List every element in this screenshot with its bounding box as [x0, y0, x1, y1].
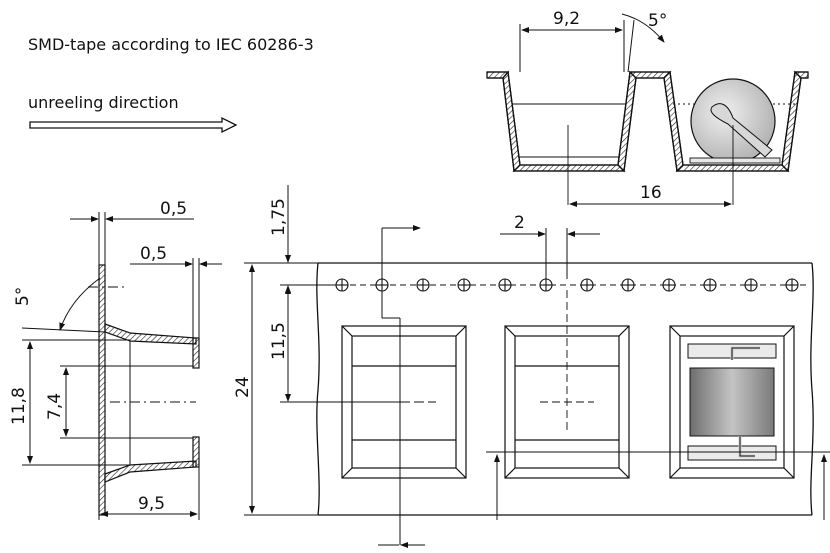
- sprocket-hole: [416, 278, 430, 292]
- drawing-title: SMD-tape according to IEC 60286-3: [28, 35, 314, 54]
- dim-depth: [98, 467, 200, 520]
- dim-outer-height: [22, 339, 130, 466]
- tape-pocket: [504, 290, 630, 479]
- dim-label-angle-top: 5°: [648, 11, 667, 31]
- sprocket-hole: [703, 278, 717, 292]
- sprocket-hole: [662, 278, 676, 292]
- sprocket-hole: [785, 278, 799, 292]
- sprocket-hole: [457, 278, 471, 292]
- sprocket-hole: [539, 278, 553, 292]
- dim-top-thickness: [70, 212, 194, 265]
- dim-hole-pitch: [381, 225, 600, 279]
- unreeling-direction-arrow: [29, 116, 238, 134]
- sprocket-holes: [335, 278, 799, 292]
- dim-label-depth: 9,5: [138, 494, 165, 514]
- dim-label-pocket-pitch: 16: [640, 183, 662, 203]
- dim-label-angle-side: 5°: [13, 287, 33, 306]
- dim-label-flange-thickness: 0,5: [140, 244, 167, 264]
- dim-angle-side: [21, 277, 106, 333]
- sprocket-hole: [498, 278, 512, 292]
- dim-tape-width: [244, 262, 318, 516]
- sprocket-hole: [375, 278, 389, 292]
- component-in-pocket: [689, 78, 781, 205]
- sprocket-hole: [580, 278, 594, 292]
- dim-label-center-offset: 11,5: [269, 322, 289, 360]
- dim-label-tape-width: 24: [233, 376, 253, 398]
- dim-label-pocket-width: 9,2: [553, 9, 580, 29]
- tape-side-section: [60, 264, 200, 516]
- dim-label-hole-offset: 1,75: [269, 198, 289, 236]
- sprocket-hole: [744, 278, 758, 292]
- dim-pocket-width: [519, 20, 625, 72]
- dim-label-hole-pitch: 2: [514, 213, 525, 233]
- direction-label: unreeling direction: [28, 93, 179, 112]
- dim-pocket-bottom: [486, 451, 830, 520]
- dim-angle-top: [621, 13, 665, 73]
- dim-label-inner-height: 7,4: [45, 393, 65, 420]
- tape-pocket-with-component: [669, 325, 795, 479]
- dim-label-top-thickness: 0,5: [160, 199, 187, 219]
- sprocket-hole: [621, 278, 635, 292]
- dim-label-outer-height: 11,8: [9, 387, 29, 425]
- dim-flange-thickness: [130, 258, 222, 338]
- pocket-cross-section: [486, 70, 809, 205]
- dim-center-offset: [280, 286, 425, 548]
